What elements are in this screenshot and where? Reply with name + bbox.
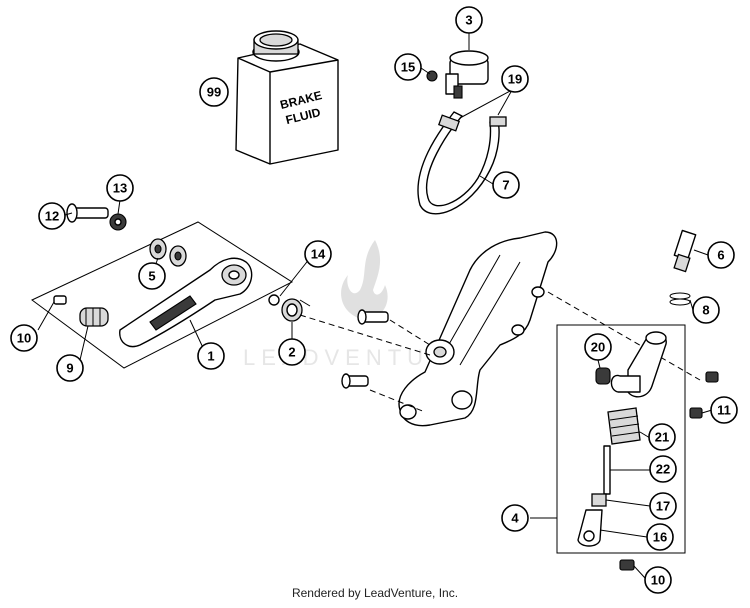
svg-text:21: 21 [655,430,669,445]
callout-14: 14 [304,240,332,268]
callout-20: 20 [584,333,612,361]
assembly-lines [299,291,701,413]
svg-text:22: 22 [656,462,670,477]
callout-9: 9 [56,354,84,382]
svg-text:2: 2 [288,345,295,360]
callout-4: 4 [501,504,529,532]
fitting-oring [669,229,697,306]
callout-2: 2 [278,338,306,366]
callout-99: 99 [199,77,229,107]
svg-text:9: 9 [66,361,73,376]
callout-7: 7 [492,171,520,199]
svg-text:11: 11 [717,403,731,418]
pedal-group [31,221,294,369]
callout-10-lower: 10 [644,566,672,594]
svg-text:1: 1 [207,349,214,364]
svg-text:13: 13 [113,181,127,196]
callout-21: 21 [648,423,676,451]
svg-text:4: 4 [511,511,519,526]
svg-text:7: 7 [502,178,509,193]
callout-15: 15 [394,53,422,81]
svg-text:15: 15 [401,60,415,75]
footer-credit: Rendered by LeadVenture, Inc. [291,586,459,600]
callout-22: 22 [649,455,677,483]
bolt-12-washer-13 [66,203,127,231]
svg-text:10: 10 [17,331,31,346]
callout-3: 3 [455,6,483,34]
callout-16: 16 [646,523,674,551]
svg-text:12: 12 [45,209,59,224]
callout-1: 1 [197,342,225,370]
svg-text:3: 3 [465,13,472,28]
watermark-logo [341,240,388,320]
svg-text:14: 14 [311,247,326,262]
reservoir-group [417,50,507,215]
svg-text:16: 16 [653,530,667,545]
callout-19: 19 [501,65,529,93]
svg-text:17: 17 [656,499,670,514]
master-cylinder-group [556,324,719,571]
callout-13: 13 [106,174,134,202]
svg-text:8: 8 [702,303,709,318]
callout-8: 8 [692,296,720,324]
svg-text:99: 99 [207,85,221,100]
svg-text:20: 20 [591,340,605,355]
spring-bushing [268,294,311,322]
svg-text:6: 6 [717,248,724,263]
callout-11: 11 [710,396,738,424]
callout-5: 5 [138,262,166,290]
svg-text:19: 19 [508,72,522,87]
svg-text:5: 5 [148,269,155,284]
callout-6: 6 [707,241,735,269]
callout-10: 10 [10,324,38,352]
callout-17: 17 [649,492,677,520]
brake-fluid-bottle: BRAKE FLUID [235,30,339,165]
svg-text:10: 10 [651,573,665,588]
callout-12: 12 [38,202,66,230]
